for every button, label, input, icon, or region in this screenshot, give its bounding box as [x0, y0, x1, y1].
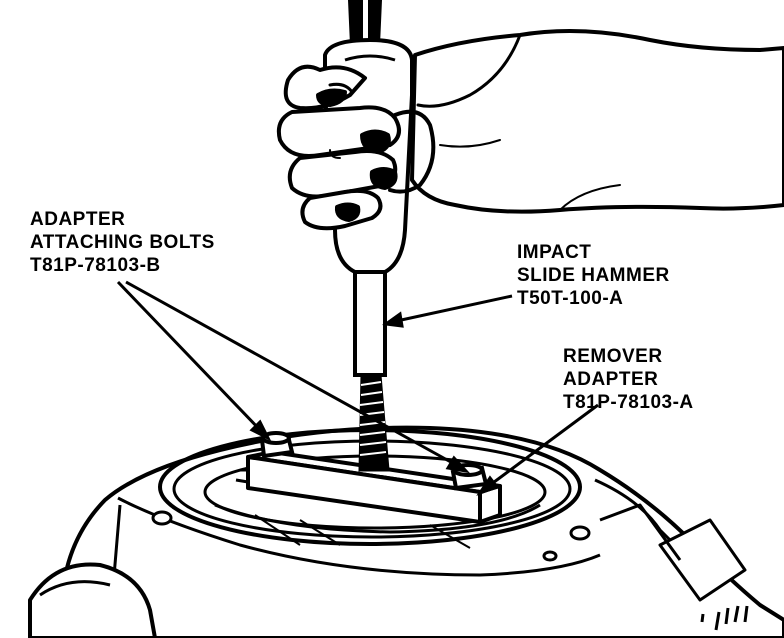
callout-hammer-line1: IMPACT [517, 242, 592, 263]
callout-remover-line1: REMOVER [563, 346, 663, 367]
leader-remover-arrowhead [476, 475, 500, 496]
leader-bolts-right-arrowhead [445, 455, 471, 474]
adapter-bolt-left [259, 431, 295, 459]
slide-hammer-shaft [353, 268, 390, 472]
leader-hammer [391, 294, 513, 324]
leader-bolts-left [116, 280, 264, 434]
callout-adapter-attaching-bolts: ADAPTER ATTACHING BOLTS T81P-78103-B [30, 208, 215, 277]
leader-lines [116, 280, 599, 496]
leader-bolts-right [125, 280, 459, 468]
callout-hammer-line2: SLIDE HAMMER [517, 265, 670, 286]
leader-bolts-left-arrowhead [249, 419, 272, 442]
callout-remover-line3: T81P-78103-A [563, 392, 694, 413]
leader-hammer-arrowhead [382, 311, 404, 328]
callout-bolts-line2: ATTACHING BOLTS [30, 232, 215, 253]
flange-bolt-holes [151, 510, 591, 562]
leader-remover [485, 403, 599, 490]
callout-remover-line2: ADAPTER [563, 369, 659, 390]
hand [276, 29, 784, 231]
corner-marks [700, 605, 749, 631]
callout-bolts-line3: T81P-78103-B [30, 255, 161, 276]
callout-hammer-line3: T50T-100-A [517, 288, 624, 309]
callout-impact-slide-hammer: IMPACT SLIDE HAMMER T50T-100-A [517, 241, 670, 310]
callout-bolts-line1: ADAPTER [30, 209, 126, 230]
remover-adapter-bar [235, 450, 502, 524]
callout-remover-adapter: REMOVER ADAPTER T81P-78103-A [563, 345, 694, 414]
